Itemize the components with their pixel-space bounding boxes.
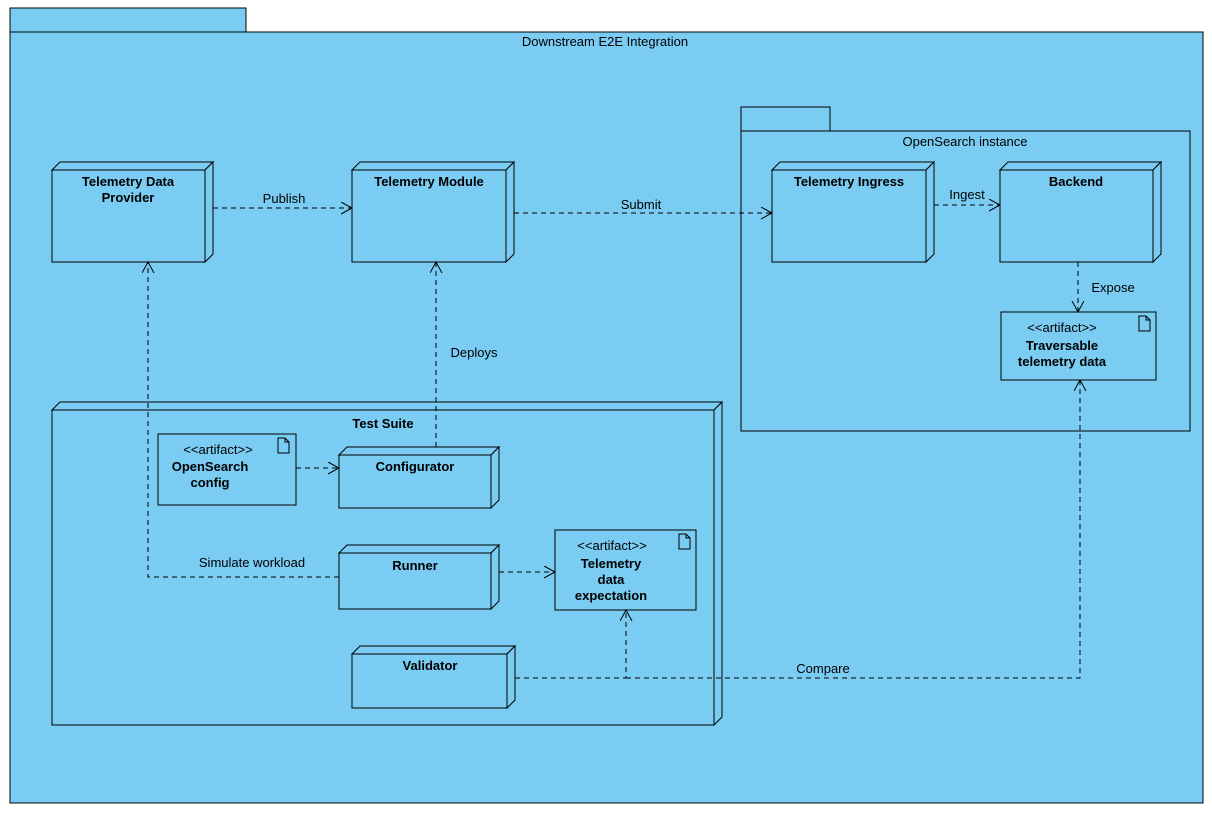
- node-backend-label: Backend: [1049, 174, 1103, 189]
- artifact-expectation-line2: data: [598, 572, 626, 587]
- outer-package-title: Downstream E2E Integration: [522, 34, 688, 49]
- artifact-traversable-telemetry-data[interactable]: <<artifact>> Traversable telemetry data: [1000, 311, 1157, 381]
- node-validator-label: Validator: [403, 658, 458, 673]
- edge-compare-traversable[interactable]: [626, 380, 1080, 679]
- edge-label-ingest: Ingest: [949, 187, 985, 202]
- node-module-label: Telemetry Module: [374, 174, 484, 189]
- node-configurator-label: Configurator: [376, 459, 455, 474]
- edge-label-submit: Submit: [621, 197, 662, 212]
- opensearch-package: OpenSearch instance: [740, 106, 1191, 432]
- artifact-expectation-stereotype: <<artifact>>: [577, 538, 646, 553]
- edge-label-publish: Publish: [263, 191, 306, 206]
- artifact-traversable-stereotype: <<artifact>>: [1027, 320, 1096, 335]
- document-icon: [678, 533, 691, 550]
- artifact-traversable-line1: Traversable: [1026, 338, 1098, 353]
- node-validator[interactable]: Validator: [350, 644, 517, 710]
- edge-label-simulate-workload: Simulate workload: [199, 555, 305, 570]
- node-telemetry-module[interactable]: Telemetry Module: [350, 160, 516, 264]
- artifact-expectation-line3: expectation: [575, 588, 647, 603]
- document-icon: [1138, 315, 1151, 332]
- edge-simulate-workload[interactable]: [148, 262, 339, 578]
- node-telemetry-ingress[interactable]: Telemetry Ingress: [770, 160, 936, 264]
- node-provider-line1: Telemetry Data: [82, 174, 175, 189]
- node-provider-line2: Provider: [102, 190, 155, 205]
- edge-label-deploys: Deploys: [451, 345, 498, 360]
- node-runner-label: Runner: [392, 558, 438, 573]
- opensearch-package-title: OpenSearch instance: [902, 134, 1027, 149]
- artifact-expectation-line1: Telemetry: [581, 556, 642, 571]
- artifact-opensearch-config[interactable]: <<artifact>> OpenSearch config: [157, 433, 297, 506]
- document-icon: [277, 437, 290, 454]
- artifact-config-line1: OpenSearch: [172, 459, 249, 474]
- node-backend[interactable]: Backend: [998, 160, 1163, 264]
- edge-label-expose: Expose: [1091, 280, 1134, 295]
- node-runner[interactable]: Runner: [337, 543, 501, 611]
- edge-label-compare: Compare: [796, 661, 849, 676]
- artifact-config-stereotype: <<artifact>>: [183, 442, 252, 457]
- node-test-suite-label: Test Suite: [352, 416, 413, 431]
- artifact-traversable-line2: telemetry data: [1018, 354, 1107, 369]
- node-configurator[interactable]: Configurator: [337, 445, 501, 510]
- artifact-config-line2: config: [191, 475, 230, 490]
- artifact-telemetry-data-expectation[interactable]: <<artifact>> Telemetry data expectation: [554, 529, 697, 611]
- node-telemetry-data-provider[interactable]: Telemetry Data Provider: [50, 160, 215, 264]
- node-ingress-label: Telemetry Ingress: [794, 174, 904, 189]
